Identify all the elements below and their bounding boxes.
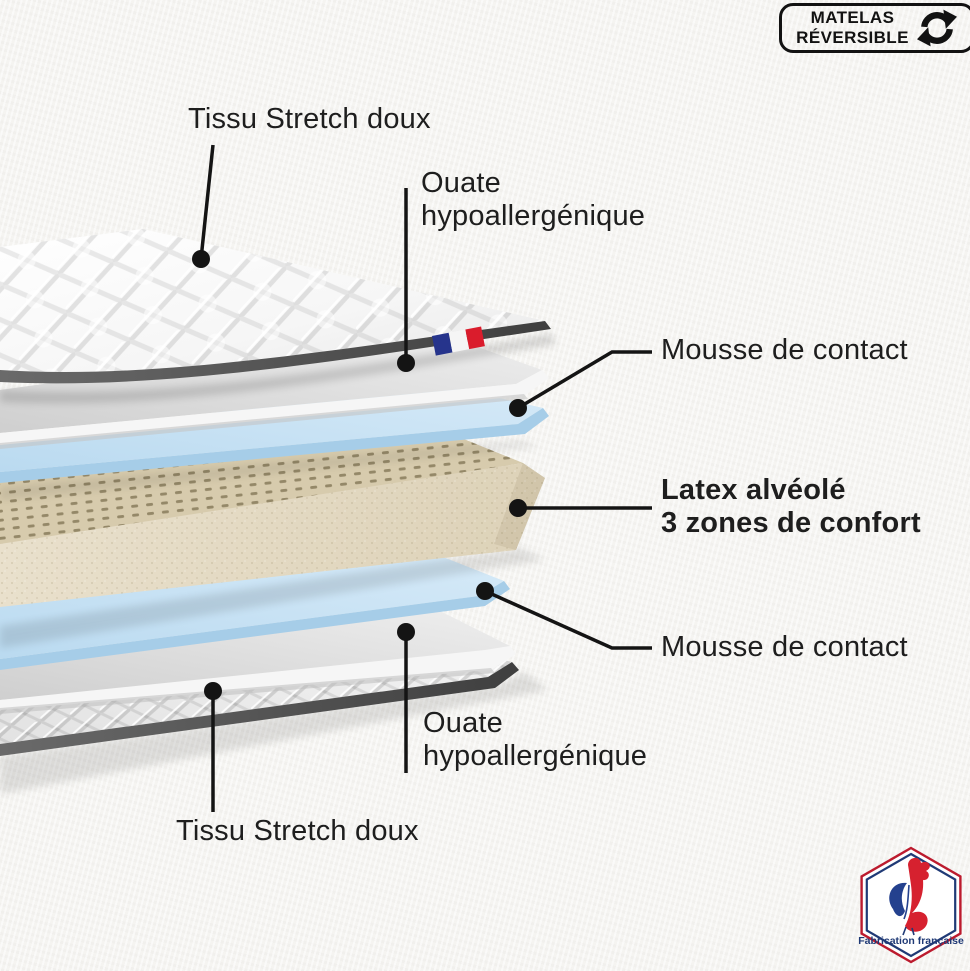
fabrication-francaise-label: Fabrication française — [858, 935, 964, 947]
fabrication-francaise-badge: Fabrication française — [858, 846, 964, 964]
label-ouate-top-line2: hypoallergénique — [421, 200, 646, 232]
layer-ouate-bottom — [0, 606, 516, 714]
callout-lines — [192, 144, 652, 812]
badge-line-reversible: RÉVERSIBLE — [796, 28, 909, 47]
label-latex-line1: Latex alvéolé — [661, 474, 846, 506]
french-flag-tag — [432, 326, 485, 356]
label-mousse-top: Mousse de contact — [661, 334, 908, 366]
label-ouate-top: Ouate hypoallergénique — [421, 167, 645, 233]
badge-line-matelas: MATELAS — [810, 8, 895, 27]
label-ouate-bottom-line1: Ouate — [423, 707, 503, 739]
callout-line-ouate-top — [397, 188, 415, 372]
label-tissu-stretch-top: Tissu Stretch doux — [188, 103, 431, 135]
label-latex-line2: 3 zones de confort — [661, 507, 921, 539]
label-mousse-bottom: Mousse de contact — [661, 631, 908, 663]
callout-line-tissu-top — [192, 144, 215, 268]
french-rooster-icon — [889, 857, 930, 936]
label-tissu-stretch-bottom: Tissu Stretch doux — [176, 815, 419, 847]
callout-line-mousse-bottom — [476, 582, 652, 650]
reversible-arrows-icon — [916, 9, 957, 47]
label-latex: Latex alvéolé 3 zones de confort — [661, 474, 921, 540]
badge-hexagon-inner — [865, 852, 957, 958]
label-ouate-top-line1: Ouate — [421, 167, 501, 199]
layer-tissu-stretch-top — [0, 229, 556, 404]
label-ouate-bottom-line2: hypoallergénique — [423, 740, 648, 772]
callout-line-ouate-bottom — [397, 623, 415, 773]
stack-drop-shadow — [0, 672, 548, 794]
callout-line-mousse-top — [509, 350, 652, 417]
callout-line-tissu-bottom — [204, 682, 222, 812]
matelas-reversible-badge: MATELAS RÉVERSIBLE — [779, 3, 970, 53]
callout-line-latex — [509, 499, 652, 517]
matelas-reversible-badge-text: MATELAS RÉVERSIBLE — [796, 8, 909, 48]
label-ouate-bottom: Ouate hypoallergénique — [423, 707, 647, 773]
